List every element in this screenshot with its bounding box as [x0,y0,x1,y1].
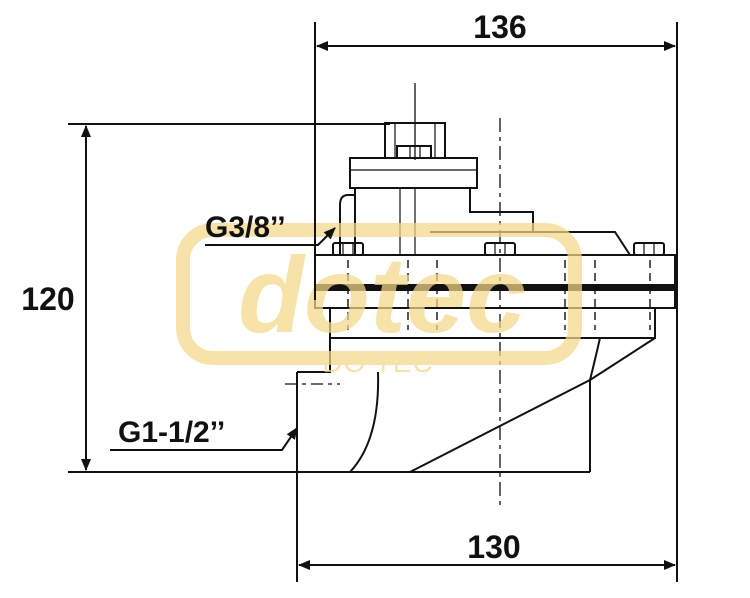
outlet-pipe [296,372,590,473]
watermark: dotec DO TEC [176,223,582,378]
main-port-label: G1-1/2’’ [118,416,225,449]
watermark-logo-text: dotec [238,234,526,355]
pilot-port-label: G3/8’’ [205,211,286,244]
pilot-housing [349,157,478,189]
watermark-logo-frame [176,223,582,365]
main-port-leader [110,427,298,451]
valve-body [285,83,676,505]
pilot-port-leader [205,227,336,246]
lower-body [329,308,656,339]
top-width-label: 136 [473,9,526,45]
watermark-brand-text: DO TEC [322,347,433,378]
bottom-width-label: 130 [467,529,520,565]
height-label: 120 [21,281,74,317]
dimension-lines [68,22,678,582]
